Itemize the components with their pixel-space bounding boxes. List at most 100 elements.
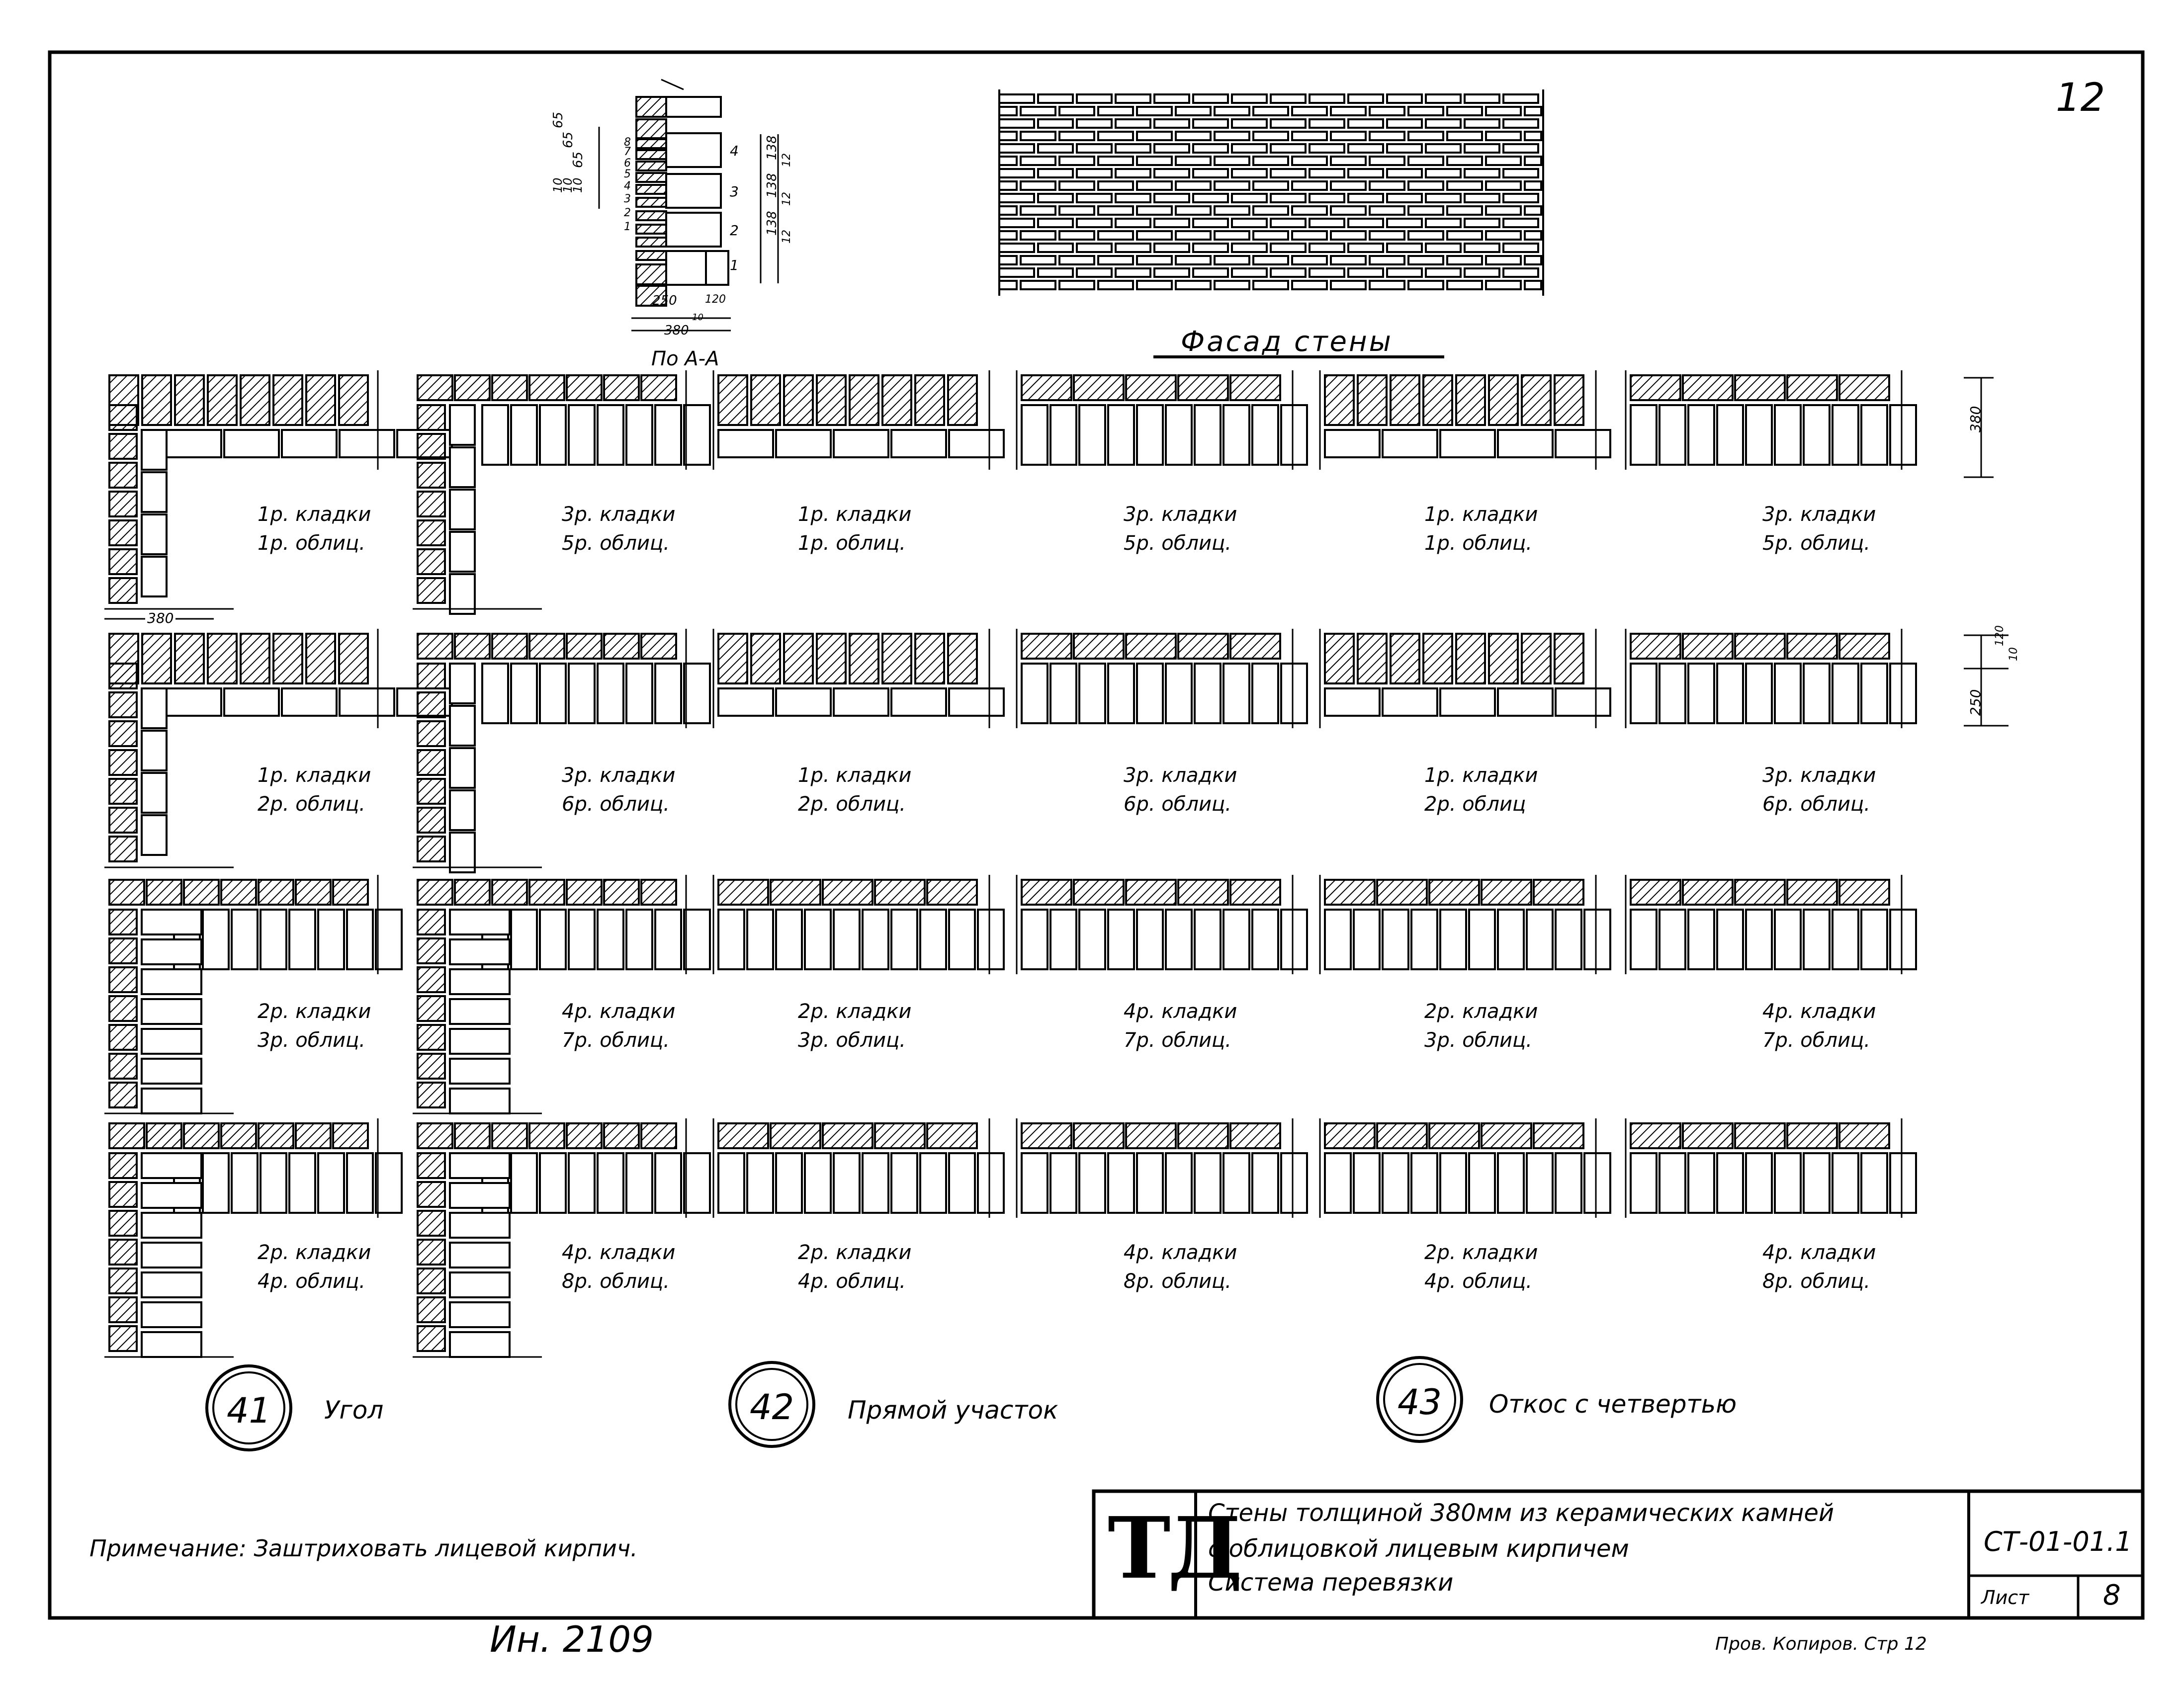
section-facing-brick (635, 96, 667, 118)
facade-brick (1153, 193, 1190, 203)
ceramic-block (683, 1152, 711, 1214)
facing-brick (108, 720, 138, 747)
facade-brick (1369, 106, 1405, 116)
facing-brick (881, 633, 912, 684)
ceramic-block (1021, 404, 1048, 466)
facing-brick (1021, 879, 1072, 906)
facing-brick (1481, 1122, 1532, 1149)
facing-brick (108, 1268, 138, 1294)
facing-brick (108, 1122, 145, 1149)
facing-brick (1533, 1122, 1584, 1149)
facing-brick (849, 374, 879, 426)
ceramic-block (717, 429, 774, 458)
facade-brick (1407, 180, 1444, 191)
cell-masonry-row-label: 2р. кладки (258, 1241, 371, 1264)
facade-brick (1192, 218, 1229, 228)
ceramic-block (141, 772, 168, 814)
facing-brick (1229, 633, 1281, 660)
plan-r2-c2 (413, 629, 711, 873)
facade-brick (1309, 93, 1345, 104)
section-dim-right-5: 138 (765, 211, 780, 236)
facade-brick (1446, 280, 1483, 290)
facade-brick (998, 255, 1018, 265)
plan-r3-c4 (1016, 875, 1308, 974)
facade-brick (1214, 230, 1250, 241)
ceramic-block (1497, 1152, 1525, 1214)
facade-brick (998, 243, 1035, 253)
ceramic-block (1630, 909, 1658, 970)
ceramic-block (1860, 663, 1888, 724)
facade-brick (1252, 280, 1289, 290)
facade-brick (1115, 93, 1151, 104)
facade-brick (1214, 205, 1250, 216)
footer-signatures: Пров. Копиров. Стр 12 (1715, 1634, 1927, 1654)
ceramic-block (1832, 404, 1859, 466)
facade-brick (1192, 243, 1229, 253)
plan-r3-c1 (104, 875, 403, 1114)
ceramic-block (775, 909, 803, 970)
title-line-2: с облицовкой лицевым кирпичем (1208, 1535, 1629, 1563)
facing-brick (566, 633, 603, 660)
facade-brick (1347, 168, 1384, 178)
ceramic-block (1774, 909, 1802, 970)
ceramic-block (141, 968, 202, 995)
facade-brick (1153, 93, 1190, 104)
section-dim-bottom-4: 380 (664, 323, 689, 338)
ceramic-block (1687, 404, 1715, 466)
ceramic-block (141, 1182, 202, 1209)
facing-brick (1021, 374, 1072, 401)
section-row-number-3: 6 (624, 157, 631, 169)
facade-brick (1252, 180, 1289, 191)
ceramic-block (281, 429, 338, 458)
ceramic-block (449, 1301, 511, 1328)
facade-brick (1524, 230, 1542, 241)
facing-brick (1125, 633, 1177, 660)
facade-brick (1425, 93, 1462, 104)
ceramic-block (1280, 663, 1308, 724)
facing-brick (108, 749, 138, 776)
title-line-3: Система перевязки (1208, 1569, 1454, 1597)
ceramic-block (449, 1212, 511, 1239)
section-row-number-6: 3 (624, 193, 631, 205)
ceramic-block (141, 1088, 202, 1114)
facade-brick (1524, 180, 1542, 191)
facing-brick (640, 633, 677, 660)
ceramic-block (1468, 1152, 1496, 1214)
ceramic-block (597, 909, 624, 970)
ceramic-block (317, 1152, 345, 1214)
facing-brick (1734, 1122, 1786, 1149)
facing-brick (1682, 633, 1734, 660)
facade-brick (1502, 218, 1539, 228)
ceramic-block (833, 909, 861, 970)
ceramic-block (1049, 1152, 1077, 1214)
facade-brick (1485, 180, 1522, 191)
ceramic-block (1745, 909, 1773, 970)
facade-brick (1446, 156, 1483, 166)
ceramic-block (1280, 404, 1308, 466)
page-number: 12 (2056, 76, 2105, 120)
plan-r1-c2 (413, 370, 711, 615)
facing-brick (332, 1122, 369, 1149)
facade-brick (1291, 230, 1328, 241)
facade-brick (1214, 280, 1250, 290)
detail-43-caption: Откос с четвертью (1489, 1390, 1737, 1419)
facade-brick (1270, 118, 1307, 129)
ceramic-block (449, 998, 511, 1025)
section-facing-brick (635, 263, 667, 285)
facing-brick (1734, 633, 1786, 660)
facing-brick (108, 1053, 138, 1080)
facade-brick (1175, 156, 1212, 166)
facing-brick (141, 374, 172, 426)
facade-brick (1464, 143, 1500, 154)
facade-brick (1270, 93, 1307, 104)
ceramic-block (1107, 1152, 1135, 1214)
ceramic-block (746, 909, 774, 970)
ceramic-block (1049, 404, 1077, 466)
ceramic-block (1165, 663, 1193, 724)
section-ceramic-block (665, 212, 722, 248)
facing-brick (1073, 374, 1125, 401)
ceramic-block (1078, 404, 1106, 466)
plan-r4-c1 (104, 1118, 403, 1358)
plan-r1-c3 (712, 370, 1005, 470)
ceramic-block (775, 1152, 803, 1214)
